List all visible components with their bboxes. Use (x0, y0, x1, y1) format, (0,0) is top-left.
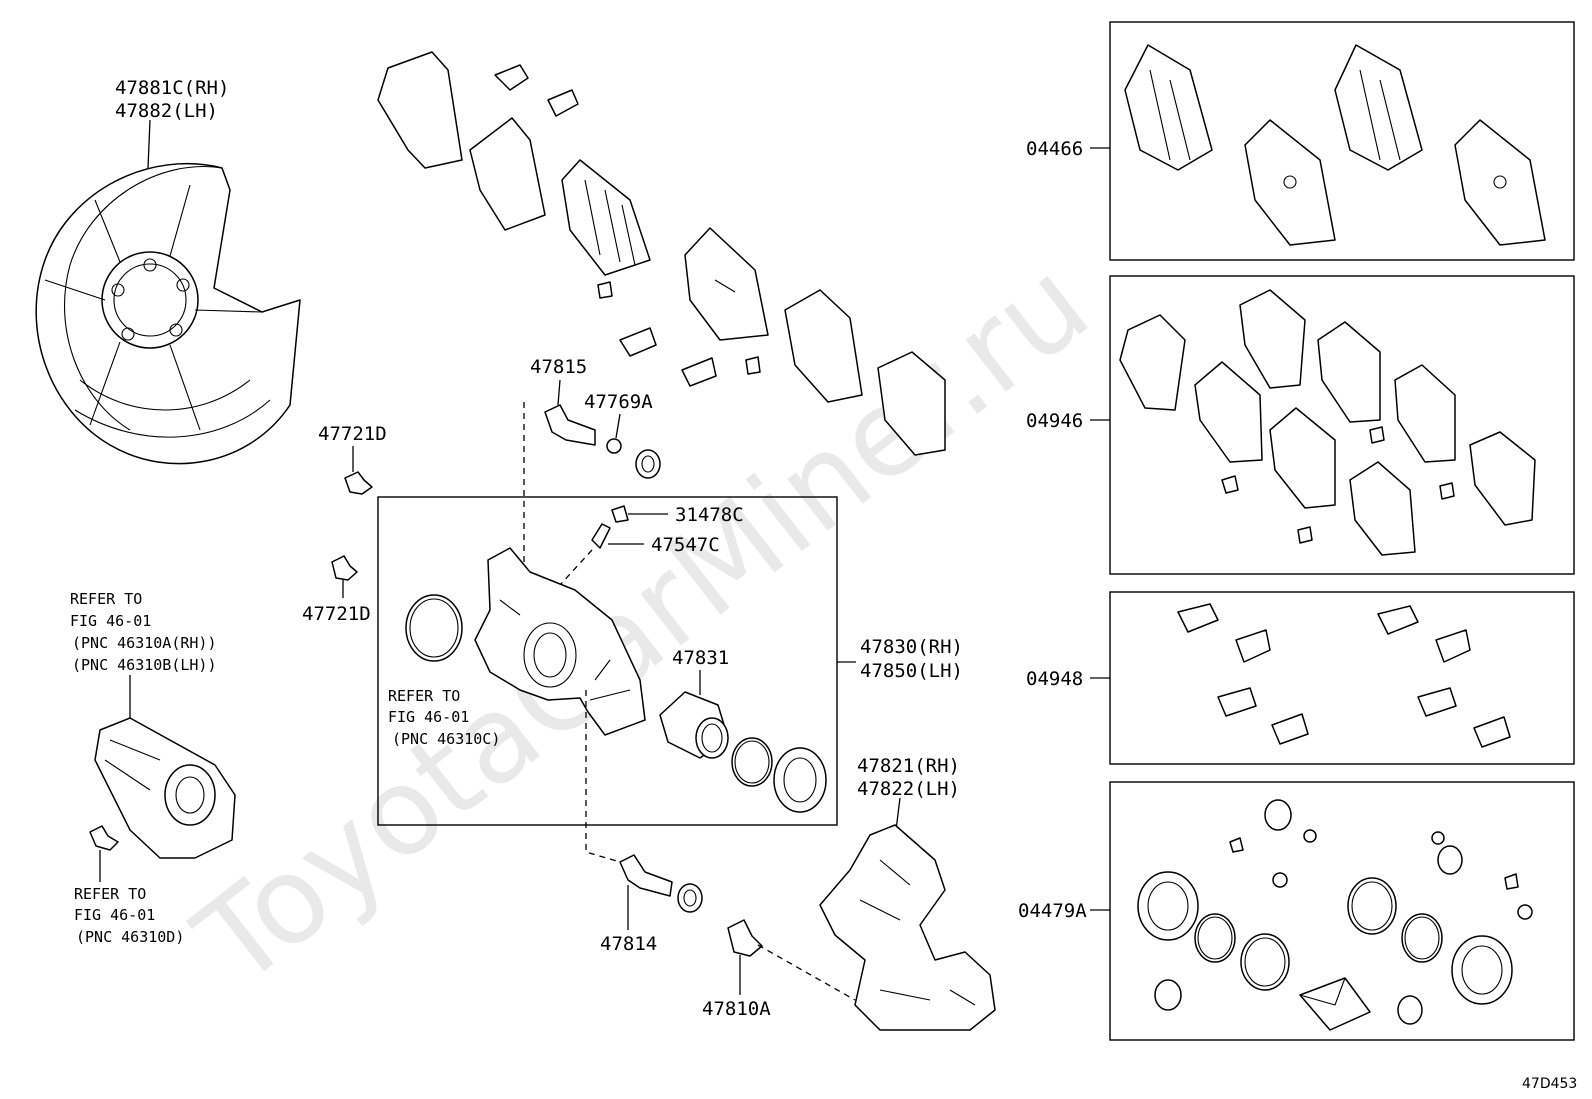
bolt-icon (89, 825, 119, 851)
bleeder-icon (591, 505, 629, 549)
bolt-icon (727, 919, 763, 957)
bolt-icon (619, 854, 673, 897)
label-mount-lh: 47822(LH) (857, 778, 960, 800)
label-fitting-kit: 04948 (1026, 668, 1083, 690)
seal-ring-icon (1194, 877, 1443, 991)
label-bleeder: 47547C (651, 534, 720, 556)
ref-seal-2: FIG 46-01 (388, 708, 469, 726)
ref-motor-2: FIG 46-01 (70, 612, 151, 630)
boot-icon (606, 438, 661, 479)
caliper-assembly-box (377, 496, 838, 826)
boot-icon (773, 747, 827, 813)
ref-motor-1: REFER TO (70, 590, 142, 608)
seal-ring-icon (405, 594, 463, 662)
label-bolt-mount: 47810A (702, 998, 771, 1020)
ref-seal-1: REFER TO (388, 687, 460, 705)
ref-seal-3: (PNC 46310C) (392, 730, 500, 748)
label-shield-rh: 47881C(RH) (115, 77, 229, 99)
clip-icon (1177, 603, 1511, 748)
label-piston: 47831 (672, 647, 729, 669)
pad-kit-box (1109, 21, 1575, 261)
label-mount-rh: 47821(RH) (857, 755, 960, 777)
shim-icon (1119, 289, 1536, 556)
boot-icon (1137, 799, 1513, 1025)
clip-icon (1229, 829, 1533, 1031)
shim-kit-box (1109, 275, 1575, 575)
label-caliper-lh: 47850(LH) (860, 660, 963, 682)
clip-icon (1221, 426, 1455, 544)
mounting-bracket-icon (819, 824, 996, 1031)
brake-pad-icon (561, 159, 769, 341)
label-pad-kit: 04466 (1026, 138, 1083, 160)
piston-icon (659, 691, 729, 759)
shim-icon (784, 289, 946, 456)
ref-bolt-3: (PNC 46310D) (76, 928, 184, 946)
diagram-code: 47D453 (1522, 1076, 1577, 1092)
motor-icon (94, 717, 236, 859)
bolt-icon (544, 404, 596, 446)
ref-motor-4: (PNC 46310B(LH)) (72, 656, 217, 674)
brake-pad-icon (1124, 44, 1546, 246)
ref-bolt-2: FIG 46-01 (74, 906, 155, 924)
label-shield-lh: 47882(LH) (115, 100, 218, 122)
dust-shield-icon (35, 163, 301, 465)
label-shim-kit: 04946 (1026, 410, 1083, 432)
clip-icon (597, 281, 761, 387)
label-seal-kit: 04479A (1018, 900, 1087, 922)
clip-icon (494, 64, 579, 117)
label-bolt-bottom: 47721D (302, 603, 371, 625)
label-pin-lower: 47814 (600, 933, 657, 955)
seal-kit-box (1109, 781, 1575, 1041)
ref-motor-3: (PNC 46310A(RH)) (72, 634, 217, 652)
seal-ring-icon (731, 737, 773, 787)
label-boot-upper: 47769A (584, 391, 653, 413)
label-pin-upper: 47815 (530, 356, 587, 378)
label-bolt-top: 47721D (318, 423, 387, 445)
bolt-icon (331, 471, 373, 581)
caliper-icon (474, 547, 646, 736)
boot-icon (677, 883, 703, 913)
label-caliper-rh: 47830(RH) (860, 636, 963, 658)
label-cap: 31478C (675, 504, 744, 526)
shim-icon (377, 51, 546, 231)
ref-bolt-1: REFER TO (74, 885, 146, 903)
